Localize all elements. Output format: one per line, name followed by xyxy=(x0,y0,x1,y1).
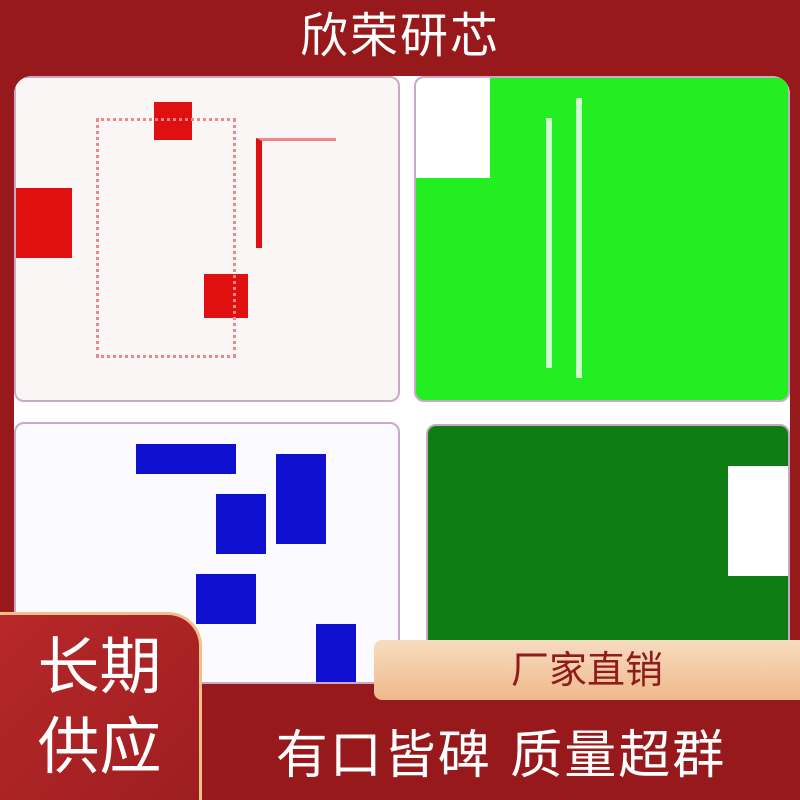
green-pcb-layout-image xyxy=(414,76,790,402)
factory-direct-tag: 厂家直销 xyxy=(374,640,800,700)
slogan-text: 有口皆碑 质量超群 xyxy=(275,726,727,786)
pcb-image-panel xyxy=(14,76,790,684)
long-term-supply-badge: 长期 供应 xyxy=(0,612,202,800)
badge-line-2: 供应 xyxy=(37,710,162,783)
brand-title: 欣荣研芯 xyxy=(299,8,500,64)
red-pcb-layout-image xyxy=(14,76,400,402)
badge-line-1: 长期 xyxy=(37,630,162,703)
